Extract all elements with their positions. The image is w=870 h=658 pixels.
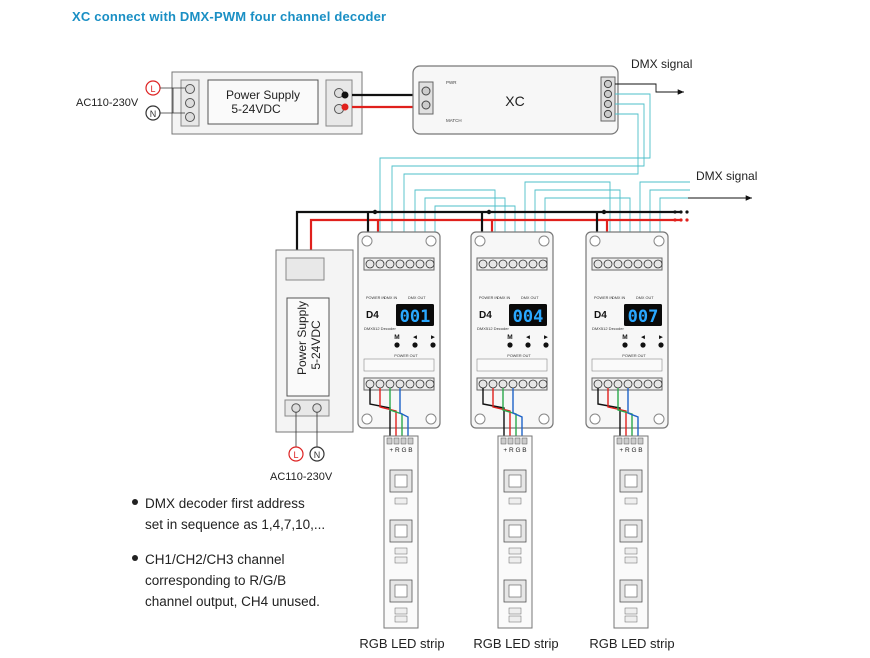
- psu-top-line2: 5-24VDC: [231, 102, 281, 116]
- xc-controller: PWR MATCH XC: [412, 65, 619, 135]
- decoder-3-button[interactable]: [658, 342, 664, 348]
- decoder-1-top-label: DMX OUT: [408, 296, 426, 300]
- dmx-signal-label-right: DMX signal: [696, 169, 757, 183]
- decoder-3-model: D4: [594, 310, 607, 321]
- decoder-2-button-label: M: [507, 334, 512, 341]
- decoder-2-button-label: ◄: [525, 334, 531, 341]
- decoder-3-address: 007: [628, 307, 659, 327]
- decoder-2-model: D4: [479, 310, 492, 321]
- psu-left-line2: 5-24VDC: [309, 320, 323, 370]
- dmx-signal-label-top: DMX signal: [631, 57, 692, 71]
- note-channels-line3: channel output, CH4 unused.: [145, 594, 320, 609]
- note-channels-line1: CH1/CH2/CH3 channel: [145, 552, 285, 567]
- live-label-top: L: [150, 84, 155, 94]
- decoder-1-button[interactable]: [412, 342, 418, 348]
- strip-3-label: RGB LED strip: [589, 636, 674, 651]
- decoder-3-top-label: DMX IN: [612, 296, 626, 300]
- decoder-3-button[interactable]: [640, 342, 646, 348]
- xc-small-match: MATCH: [446, 118, 462, 123]
- decoder-2-address: 004: [513, 307, 544, 327]
- strip-1-pins: + R G B: [389, 447, 412, 454]
- xc-name: XC: [505, 93, 524, 109]
- decoder-1-display: [396, 304, 434, 326]
- decoder-3-top-label: POWER IN: [594, 296, 613, 300]
- strip-1-label: RGB LED strip: [359, 636, 444, 651]
- decoder-2-bottom-label: POWER OUT: [507, 354, 531, 358]
- led-strip-1: + R G B RGB LED strip: [359, 388, 445, 651]
- decoder-3-type: DMX512 Decoder: [592, 326, 624, 331]
- led-strip-3: + R G B RGB LED strip: [589, 388, 675, 651]
- decoder-3-button-label: ◄: [640, 334, 646, 341]
- decoder-1-type: DMX512 Decoder: [364, 326, 396, 331]
- decoder-1-button-label: M: [394, 334, 399, 341]
- decoder-2-top-label: POWER IN: [479, 296, 498, 300]
- decoder-2-type: DMX512 Decoder: [477, 326, 509, 331]
- bullet-icon: [132, 555, 138, 562]
- note-address: DMX decoder first address set in sequenc…: [132, 493, 325, 535]
- power-supply-left: Power Supply 5-24VDC: [275, 249, 354, 433]
- diagram-title: XC connect with DMX-PWM four channel dec…: [72, 9, 387, 24]
- decoder-2-button[interactable]: [525, 342, 531, 348]
- decoder-2-display: [509, 304, 547, 326]
- dmx-bus-wires: [379, 93, 690, 246]
- decoder-1-model: D4: [366, 310, 379, 321]
- ac-label-left: AC110-230V: [270, 471, 333, 483]
- decoder-3-button-label: ►: [658, 334, 664, 341]
- ac-input-left: L N AC110-230V: [270, 412, 333, 483]
- decoder-1-top-label: POWER IN: [366, 296, 385, 300]
- note-channels-line2: corresponding to R/G/B: [145, 573, 287, 588]
- decoder-3-button-label: M: [622, 334, 627, 341]
- decoder-2-top-label: DMX IN: [497, 296, 511, 300]
- decoder-3-button[interactable]: [622, 342, 628, 348]
- decoder-2-button[interactable]: [507, 342, 513, 348]
- power-supply-top: Power Supply 5-24VDC: [171, 71, 363, 135]
- neutral-label-left: N: [314, 450, 321, 460]
- decoder-3-display: [624, 304, 662, 326]
- ac-input-top: L N AC110-230V: [76, 80, 185, 121]
- bullet-icon: [132, 499, 138, 506]
- psu-left-line1: Power Supply: [295, 301, 309, 375]
- decoder-3-top-label: DMX OUT: [636, 296, 654, 300]
- note-channels: CH1/CH2/CH3 channel corresponding to R/G…: [132, 549, 320, 612]
- psu-top-line1: Power Supply: [226, 88, 300, 102]
- bus-continuation-dots: [673, 210, 689, 222]
- live-label-left: L: [293, 450, 298, 460]
- strip-2-label: RGB LED strip: [473, 636, 558, 651]
- decoder-1-button[interactable]: [394, 342, 400, 348]
- xc-small-pwr: PWR: [446, 80, 457, 85]
- decoder-2-button[interactable]: [543, 342, 549, 348]
- note-address-line2: set in sequence as 1,4,7,10,...: [145, 517, 326, 532]
- led-strips: + R G B RGB LED strip + R G B RGB LED strip…: [359, 388, 675, 651]
- decoder-3-bottom-label: POWER OUT: [622, 354, 646, 358]
- note-address-line1: DMX decoder first address: [145, 496, 305, 511]
- decoder-2-button-label: ►: [543, 334, 549, 341]
- decoder-1-button-label: ►: [430, 334, 436, 341]
- decoder-1-address: 001: [400, 307, 431, 327]
- decoder-1-bottom-label: POWER OUT: [394, 354, 418, 358]
- neutral-label-top: N: [150, 109, 157, 119]
- decoder-1-top-label: DMX IN: [384, 296, 398, 300]
- decoder-1-button[interactable]: [430, 342, 436, 348]
- strip-3-pins: + R G B: [619, 447, 642, 454]
- decoder-2-top-label: DMX OUT: [521, 296, 539, 300]
- ac-label-top: AC110-230V: [76, 97, 139, 109]
- decoder-1-button-label: ◄: [412, 334, 418, 341]
- strip-2-pins: + R G B: [503, 447, 526, 454]
- led-strip-2: + R G B RGB LED strip: [473, 388, 559, 651]
